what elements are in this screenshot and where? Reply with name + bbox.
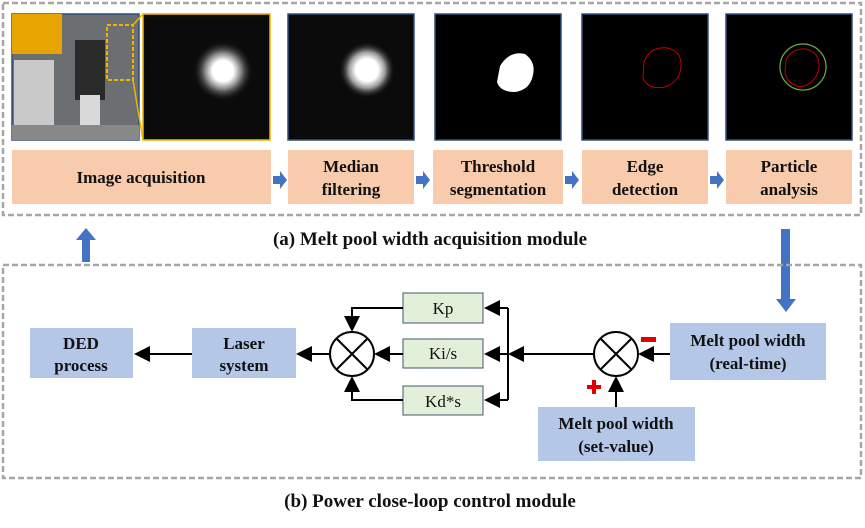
raw-melt-pool-image [142, 13, 271, 141]
box-label: system [219, 356, 268, 375]
up-arrow [76, 228, 96, 262]
plus-sign [587, 380, 601, 394]
box-label: DED [63, 334, 99, 353]
step-median-filtering: Median filtering [288, 150, 414, 204]
box-label: Melt pool width [558, 414, 674, 433]
edge-detection-image [581, 13, 709, 141]
module-a-frame [1, 1, 863, 217]
box-label: (set-value) [578, 437, 654, 456]
threshold-image [434, 13, 562, 141]
module-b-frame [1, 263, 863, 480]
pid-summing-junction [329, 331, 375, 377]
box-label: Laser [223, 334, 265, 353]
ded-machine-photo [11, 13, 140, 141]
kd-block: Kd*s [402, 385, 484, 416]
step-label: segmentation [450, 180, 547, 199]
down-arrow [776, 229, 796, 312]
box-label: Melt pool width [690, 331, 806, 350]
realtime-width-box: Melt pool width (real-time) [670, 323, 826, 380]
step-image-acquisition: Image acquisition [12, 150, 271, 204]
ded-process-box: DED process [30, 328, 133, 378]
camera-highlight [106, 24, 134, 81]
step-label: Threshold [461, 157, 536, 176]
signal-lines [134, 300, 670, 408]
module-a-caption: (a) Melt pool width acquisition module [273, 229, 587, 250]
step-label: Particle [761, 157, 818, 176]
box-label: process [54, 356, 108, 375]
step-label: Edge [627, 157, 664, 176]
step-label: analysis [760, 180, 818, 199]
block-label: Kd*s [425, 392, 461, 411]
block-label: Kp [433, 299, 454, 318]
step-threshold-segmentation: Threshold segmentation [433, 150, 563, 204]
particle-analysis-image [725, 13, 853, 141]
step-label: Median [323, 157, 379, 176]
setvalue-width-box: Melt pool width (set-value) [538, 407, 695, 461]
minus-sign [641, 337, 656, 342]
module-b-caption: (b) Power close-loop control module [284, 491, 576, 512]
step-particle-analysis: Particle analysis [726, 150, 852, 204]
ki-block: Ki/s [402, 338, 484, 369]
median-filtered-image [287, 13, 415, 141]
step-edge-detection: Edge detection [582, 150, 708, 204]
step-label: filtering [322, 180, 381, 199]
kp-block: Kp [402, 292, 484, 324]
error-summing-junction [593, 331, 639, 377]
box-label: (real-time) [709, 354, 786, 373]
flow-arrows [273, 171, 724, 189]
block-label: Ki/s [429, 344, 457, 363]
laser-system-box: Laser system [192, 328, 296, 378]
step-label: Image acquisition [77, 168, 206, 187]
step-label: detection [612, 180, 679, 199]
